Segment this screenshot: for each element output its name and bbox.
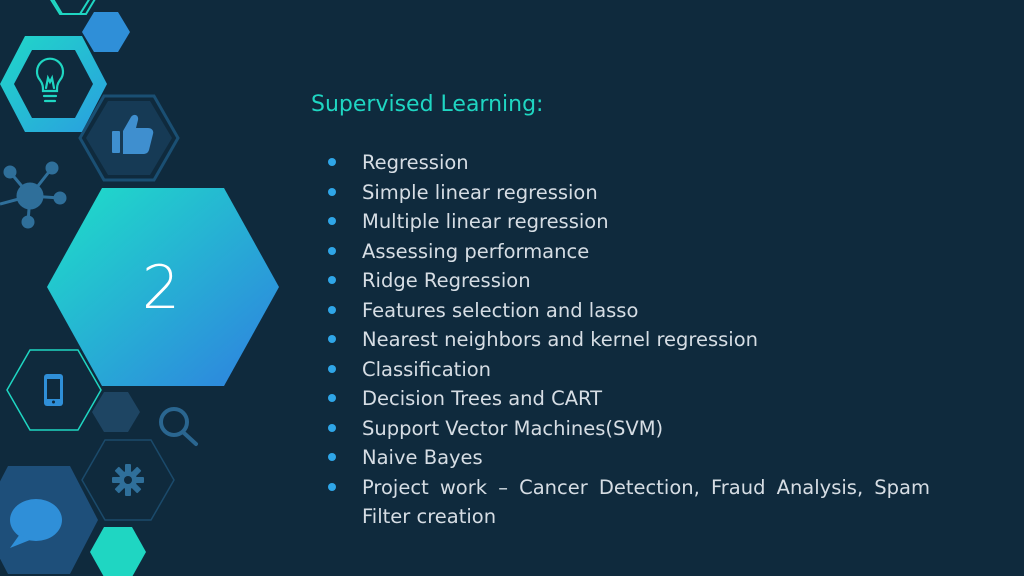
thumbs-up-hexagon — [78, 94, 180, 182]
main-number-hexagon — [47, 188, 279, 386]
magnifier-icon — [159, 407, 198, 446]
list-item: Decision Trees and CART — [318, 384, 930, 414]
list-item: Classification — [318, 355, 930, 385]
list-item: Naive Bayes — [318, 443, 930, 473]
list-item: Nearest neighbors and kernel regression — [318, 325, 930, 355]
chat-bubble-icon — [10, 499, 62, 548]
list-item: Features selection and lasso — [318, 296, 930, 326]
small-hexagon-outline — [52, 0, 96, 15]
gear-hexagon — [81, 439, 175, 521]
mobile-hexagon — [6, 349, 102, 431]
small-dark-hexagon — [92, 392, 140, 432]
chat-hexagon — [0, 466, 98, 574]
list-item: Simple linear regression — [318, 178, 930, 208]
blue-hexagon — [82, 12, 130, 52]
list-item: Ridge Regression — [318, 266, 930, 296]
list-item: Support Vector Machines(SVM) — [318, 414, 930, 444]
hexagon-decoration — [0, 0, 279, 576]
list-item: Assessing performance — [318, 237, 930, 267]
gear-icon — [112, 464, 144, 496]
lightbulb-icon — [35, 57, 65, 103]
list-item: Project work – Cancer Detection, Fraud A… — [318, 473, 930, 532]
slide-title: Supervised Learning: — [311, 92, 544, 117]
slide-number: 2 — [141, 253, 181, 323]
thumbs-up-icon — [112, 114, 154, 154]
topic-list: Regression Simple linear regression Mult… — [318, 148, 930, 532]
teal-hexagon — [90, 527, 146, 576]
list-item: Regression — [318, 148, 930, 178]
list-item: Multiple linear regression — [318, 207, 930, 237]
mobile-phone-icon — [44, 374, 63, 406]
lightbulb-hexagon — [0, 36, 107, 132]
network-icon — [0, 161, 67, 229]
